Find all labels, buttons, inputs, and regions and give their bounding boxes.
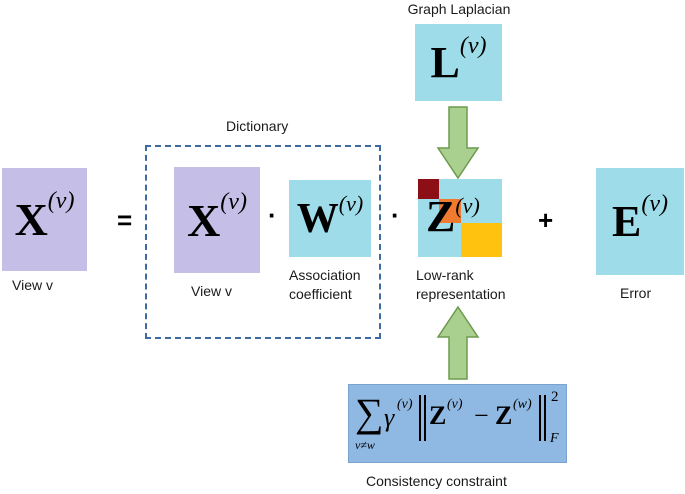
norm-right-bar-2 xyxy=(544,395,546,441)
association-label-line2: coefficient xyxy=(289,286,352,302)
laplacian-symbol: L xyxy=(430,38,460,87)
dictionary-x-box: X (v) xyxy=(174,167,260,273)
view-label-left: View v xyxy=(12,277,53,293)
error-label: Error xyxy=(620,285,652,301)
x-superscript-left: (v) xyxy=(47,188,75,214)
norm-left-bar-1 xyxy=(419,395,421,441)
graph-laplacian-label: Graph Laplacian xyxy=(407,1,511,17)
association-w-box: W (v) xyxy=(289,180,371,257)
x-symbol-left: X xyxy=(14,194,48,245)
z-symbol-w: Z xyxy=(495,401,513,430)
consistency-box: ∑ v≠w γ (v) Z (v) − Z (w) 2 F xyxy=(348,384,567,463)
down-arrow xyxy=(436,106,480,180)
lowrank-label: Low-rank representation xyxy=(416,266,506,304)
dictionary-dashed-box xyxy=(145,145,381,339)
z-superscript-v: (v) xyxy=(447,397,463,412)
sum-subscript: v≠w xyxy=(355,438,375,452)
graph-laplacian-box: L (v) xyxy=(415,24,502,101)
block-yellow xyxy=(461,223,502,257)
x-superscript-mid: (v) xyxy=(220,188,247,215)
norm-subscript: F xyxy=(550,431,559,446)
x-symbol-mid: X xyxy=(187,194,221,246)
sum-symbol: ∑ xyxy=(355,390,384,435)
lowrank-label-line2: representation xyxy=(416,286,506,302)
error-e-box: E (v) xyxy=(596,168,684,275)
w-symbol: W xyxy=(296,195,339,242)
z-symbol-group: Z (v) xyxy=(426,189,480,245)
gamma-superscript: (v) xyxy=(397,397,413,412)
block-darkred xyxy=(418,179,439,199)
z-symbol-v: Z xyxy=(429,401,447,430)
laplacian-superscript: (v) xyxy=(459,33,487,59)
up-arrow xyxy=(436,305,480,380)
association-label-line1: Association xyxy=(289,267,361,283)
lowrank-z-box: Z (v) xyxy=(418,179,502,257)
e-superscript: (v) xyxy=(641,191,668,217)
block-orange xyxy=(439,199,461,223)
norm-left-bar-2 xyxy=(424,395,426,441)
view-x-box: X (v) xyxy=(2,168,87,271)
z-superscript: (v) xyxy=(455,193,480,218)
consistency-label: Consistency constraint xyxy=(366,473,507,489)
dictionary-label: Dictionary xyxy=(226,118,289,134)
equals-sign: = xyxy=(117,205,133,235)
lowrank-label-line1: Low-rank xyxy=(416,267,474,283)
e-symbol: E xyxy=(612,197,642,246)
z-superscript-w: (w) xyxy=(513,397,532,412)
dot-operator-2: · xyxy=(391,200,400,230)
norm-superscript: 2 xyxy=(551,389,559,405)
plus-sign: + xyxy=(538,205,554,235)
view-label-mid: View v xyxy=(191,283,232,299)
gamma-symbol: γ xyxy=(384,403,395,432)
w-superscript: (v) xyxy=(338,190,364,216)
dot-operator-1: · xyxy=(268,200,277,230)
z-symbol: Z xyxy=(426,192,456,241)
norm-right-bar-1 xyxy=(539,395,541,441)
association-label: Association coefficient xyxy=(289,266,361,304)
minus-sign: − xyxy=(474,401,489,430)
